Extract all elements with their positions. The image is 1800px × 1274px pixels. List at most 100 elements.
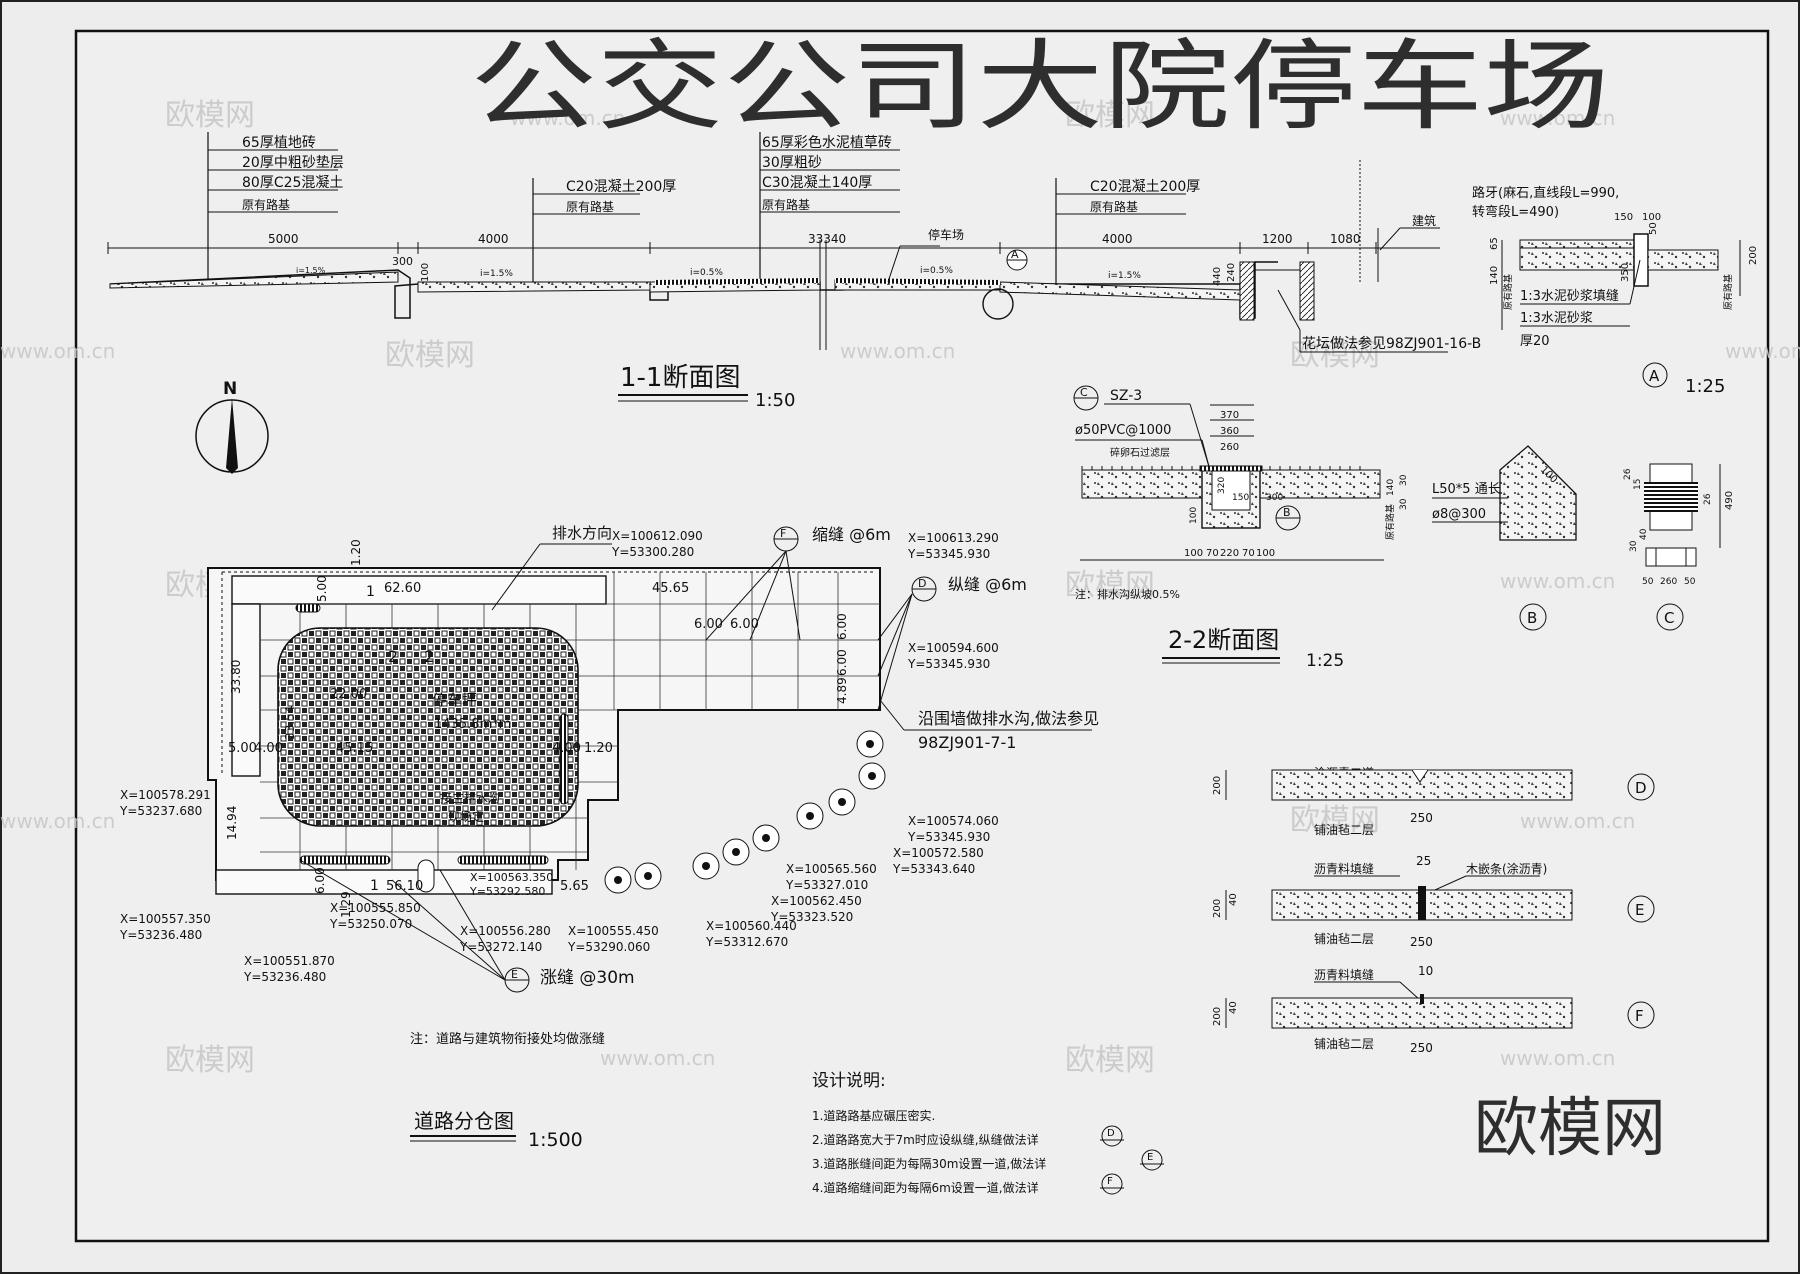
side-label: 原有路基 [1502,274,1514,310]
dimension-text: 33.80 [229,660,243,694]
watermark-text: 欧模网 [165,1043,255,1078]
dimension-text: 26 [1703,493,1713,505]
slope-text: i=0.5% [690,268,723,278]
watermark-url: www.om.cn [0,809,115,833]
building-label: 建筑 [1412,213,1436,228]
detail-label: F [1635,1007,1644,1025]
dimension-text: 370 [1220,410,1239,421]
note-item: 3.道路胀缝间距为每隔30m设置一道,做法详 [812,1156,1046,1171]
dimension-text: 50 [1684,577,1696,587]
drain-note: 现场定 [448,809,484,824]
dimension-text: 200 [1212,1007,1223,1026]
dimension-text: 350 [1620,263,1631,282]
parking-title: 停车坪 [432,691,477,709]
dimension-text: 45.65 [652,581,689,596]
joint-label: 铺油毡二层 [1314,823,1374,837]
curb-reference: 花坛做法参见98ZJ901-16-B [1302,335,1481,352]
section-scale: 1:25 [1306,651,1344,671]
joint-ref-marker: E [511,968,518,981]
watermark-url: www.om.cn [1500,569,1615,593]
dimension-text: 440 [1212,267,1223,286]
dimension-text: 4000 [1102,232,1133,246]
coordinate-x: X=100560.440 [706,919,797,933]
watermark-text: 欧模网 [1065,1043,1155,1078]
layer-label: 原有路基 [242,197,290,212]
expansion-joint-label: 涨缝 @30m [540,968,635,988]
side-label: 原有路基 [1384,504,1396,540]
zone-number: 1 [366,584,375,600]
dimension-text: 100 [1256,548,1275,559]
plan-caption: 道路分仓图 [414,1109,514,1133]
watermark-text: 欧模网 [1290,803,1380,838]
curb-note: 转弯段L=490) [1472,204,1559,220]
dimension-text: 220 [1220,548,1239,559]
dimension-text: 50 [1642,577,1654,587]
wall-note: 沿围墙做排水沟,做法参见 [918,709,1099,728]
dimension-text: 250 [1410,1041,1433,1055]
coordinate-y: Y=53323.520 [770,910,853,924]
dimension-text: 1200 [1262,232,1293,246]
joint-label: 木嵌条(涂沥青) [1466,861,1547,876]
dimension-text: 56.10 [386,879,423,894]
coordinate-y: Y=53292.580 [469,885,545,898]
coordinate-x: X=100613.290 [908,531,999,545]
section-2-2: C SZ-3 ø50PVC@1000 碎卵石过滤层 370 360 260 32… [1073,385,1409,671]
dimension-text: 33340 [808,232,846,246]
watermark-text: 欧模网 [1290,338,1380,373]
watermark-url: www.om.cn [1500,106,1615,130]
coordinate-x: X=100572.580 [893,846,984,860]
side-label: 原有路基 [1722,274,1734,310]
dimension-text: 4000 [478,232,509,246]
north-label: N [223,379,237,399]
layer-label: 20厚中粗砂垫层 [242,155,344,171]
layer-label: C20混凝土200厚 [1090,179,1200,195]
sheet-title: 公交公司大院停车场 [470,30,1610,144]
slope-text: i=1.5% [1108,271,1141,281]
dimension-text: 300 [1266,493,1283,503]
layer-label: 原有路基 [1090,199,1138,214]
watermark-url: www.om.cn [600,1046,715,1070]
joint-label: 铺油毡二层 [1314,1037,1374,1051]
coordinate-y: Y=53345.930 [907,657,990,671]
coordinate-x: X=100556.280 [460,924,551,938]
dimension-text: 4.00 [254,741,283,756]
joint-label: 沥青料填缝 [1314,861,1374,876]
dimension-text: 5000 [268,232,299,246]
coordinate-x: X=100551.870 [244,954,335,968]
coordinate-y: Y=53343.640 [892,862,975,876]
dimension-text: 100 [1184,548,1203,559]
wall-ref: 98ZJ901-7-1 [918,733,1016,752]
watermark-url: www.om.cn [1725,339,1800,363]
dimension-text: 200 [1748,246,1759,265]
dimension-text: 6.00 [694,617,723,632]
dimension-text: 100 [1189,507,1199,524]
parking-label: 停车场 [928,227,964,242]
detail-label: B [1527,609,1537,627]
dimension-text: 25 [1416,854,1431,868]
note-ref-marker: F [1107,1176,1113,1187]
dimension-text: 14.94 [225,806,239,840]
mortar-label: 1:3水泥砂浆 [1520,311,1593,326]
site-plan: 排水方向 F 缩缝 @6m D 纵缝 @6m E 涨缝 @30m 停车坪 143… [119,524,1099,1151]
curb-note: 路牙(麻石,直线段L=990, [1472,185,1619,201]
coordinate-y: Y=53290.060 [567,940,650,954]
dimension-text: 5.00 [228,741,257,756]
watermark-text: 欧模网 [165,98,255,133]
dimension-text: 150 [1614,212,1633,223]
dimension-text: 1.20 [349,539,363,566]
dimension-text: 26 [1623,468,1633,480]
shrink-joint-label: 缩缝 @6m [812,525,891,544]
watermark-url: www.om.cn [840,339,955,363]
parking-area: 1435.8m*m [434,717,511,732]
coordinate-x: X=100555.850 [330,901,421,915]
coordinate-y: Y=53300.280 [611,545,694,559]
coordinate-x: X=100563.350 [470,871,553,884]
watermark-url: www.om.cn [0,339,115,363]
plan-scale: 1:500 [528,1129,583,1151]
dimension-text: 30 [1399,474,1409,486]
slope-text: i=0.5% [920,266,953,276]
dimension-text: 100 [1642,212,1661,223]
watermark-url: www.om.cn [1500,1046,1615,1070]
joint-ref-marker: D [918,577,926,590]
coordinate-x: X=100557.350 [120,912,211,926]
